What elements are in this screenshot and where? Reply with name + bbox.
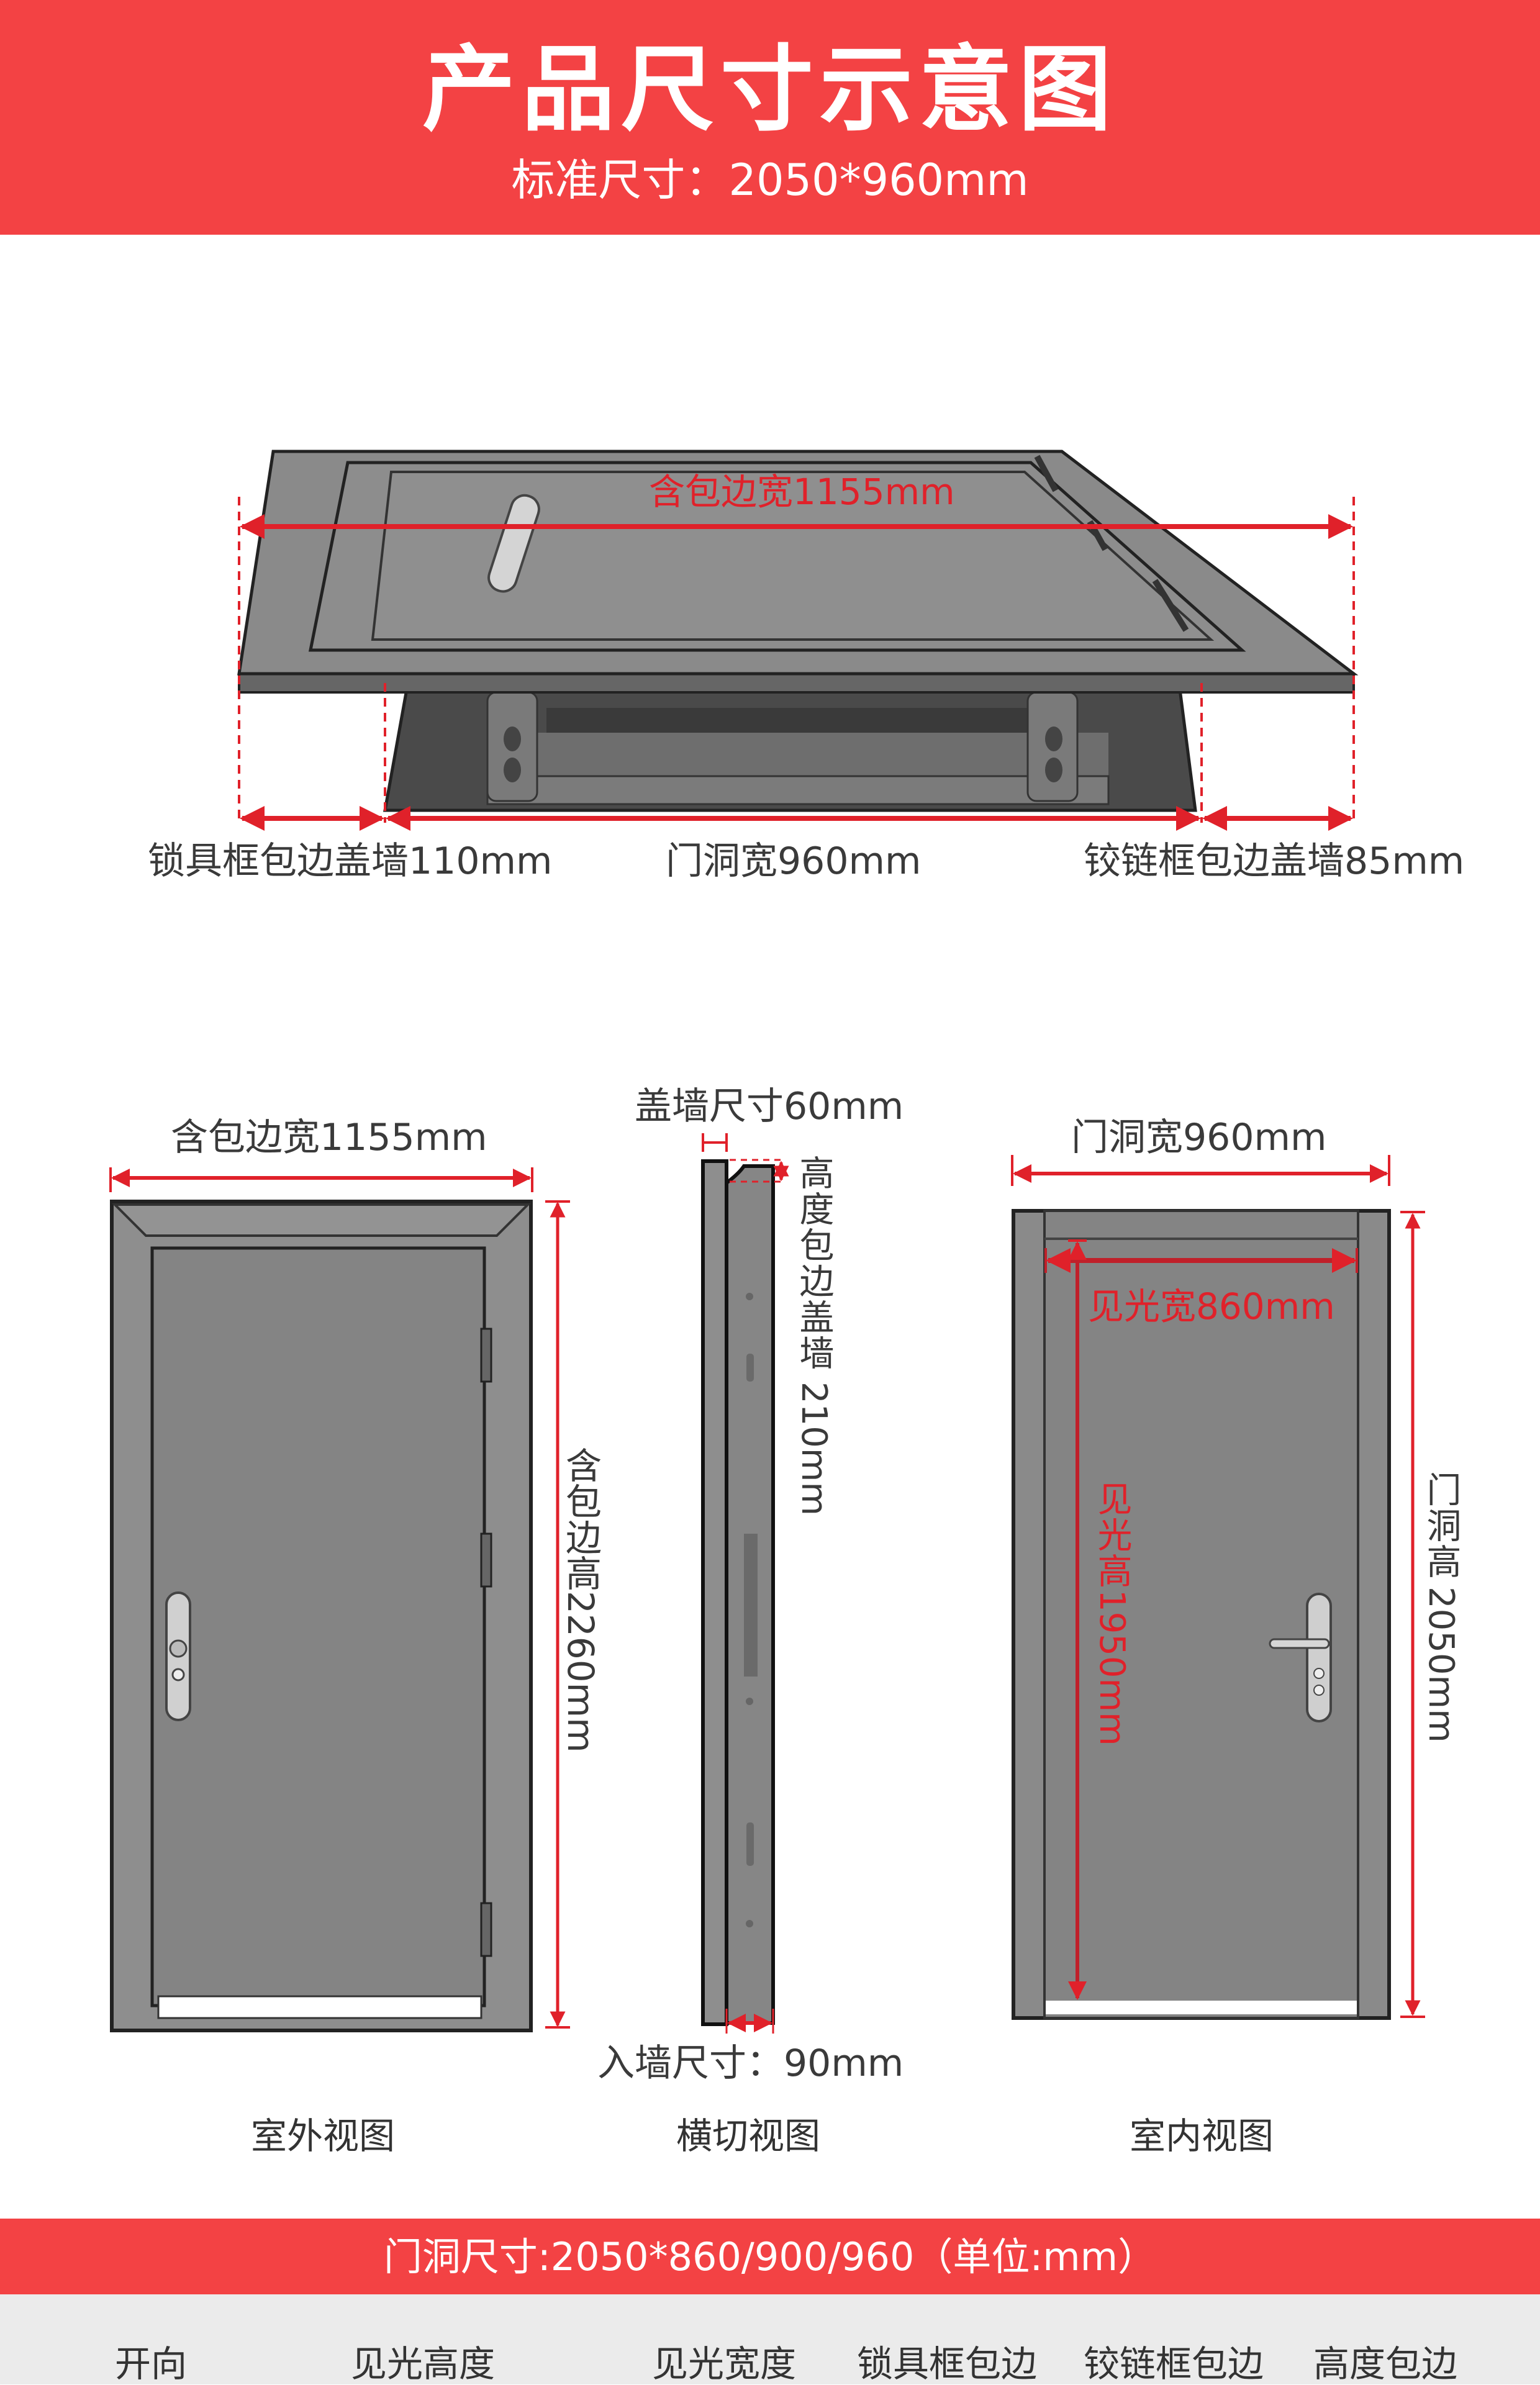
lock-frame-cover-label: 锁具框包边盖墙110mm <box>148 840 553 883</box>
height-cover-label-num: 210mm <box>794 1382 834 1516</box>
top-perspective-door <box>237 450 1359 812</box>
cover-wall-size-label: 盖墙尺寸60mm <box>635 1085 904 1128</box>
cross-section-drawing <box>701 1159 775 2026</box>
table-header-direction: 开向 <box>115 2343 188 2385</box>
page-title: 产品尺寸示意图 <box>422 36 1118 144</box>
clear-width-label: 见光宽860mm <box>1088 1285 1335 1328</box>
interior-opening-width-label: 门洞宽960mm <box>1071 1116 1327 1159</box>
opening-size-banner <box>0 2219 1540 2294</box>
height-cover-label-cn: 高度包边盖墙 <box>794 1155 834 1371</box>
header-banner <box>0 0 1540 235</box>
standard-size-subtitle: 标准尺寸：2050*960mm <box>511 155 1029 206</box>
table-header-clear-width: 见光宽度 <box>652 2343 797 2385</box>
exterior-height-label: 含包边高2260mm <box>559 1447 602 1753</box>
table-header-clear-height: 见光高度 <box>351 2343 496 2385</box>
interior-door-drawing <box>1012 1209 1391 2020</box>
hinge-frame-cover-label: 铰链框包边盖墙85mm <box>1084 840 1465 883</box>
table-header-hinge-frame-trim: 铰链框包边 <box>1084 2343 1264 2385</box>
opening-height-label-num: 2050mm <box>1421 1586 1461 1743</box>
exterior-width-label: 含包边宽1155mm <box>171 1116 487 1159</box>
top-total-width-label: 含包边宽1155mm <box>649 471 955 513</box>
wall-depth-label: 入墙尺寸：90mm <box>597 2042 904 2085</box>
top-opening-width-label: 门洞宽960mm <box>666 840 922 883</box>
table-header-lock-frame-trim: 锁具框包边 <box>857 2343 1038 2385</box>
clear-height-label-num: 1950mm <box>1092 1590 1132 1746</box>
interior-view-caption: 室内视图 <box>1129 2115 1274 2157</box>
exterior-door-drawing <box>110 1200 533 2032</box>
clear-height-label-cn: 见光高 <box>1092 1481 1132 1589</box>
exterior-view-caption: 室外视图 <box>250 2115 395 2157</box>
section-view-caption: 横切视图 <box>676 2115 820 2157</box>
table-header-height-trim: 高度包边 <box>1313 2343 1458 2385</box>
opening-height-label-cn: 门洞高 <box>1421 1472 1461 1580</box>
spec-table-header <box>0 2294 1540 2384</box>
opening-size-text: 门洞尺寸:2050*860/900/960（单位:mm） <box>383 2234 1157 2279</box>
